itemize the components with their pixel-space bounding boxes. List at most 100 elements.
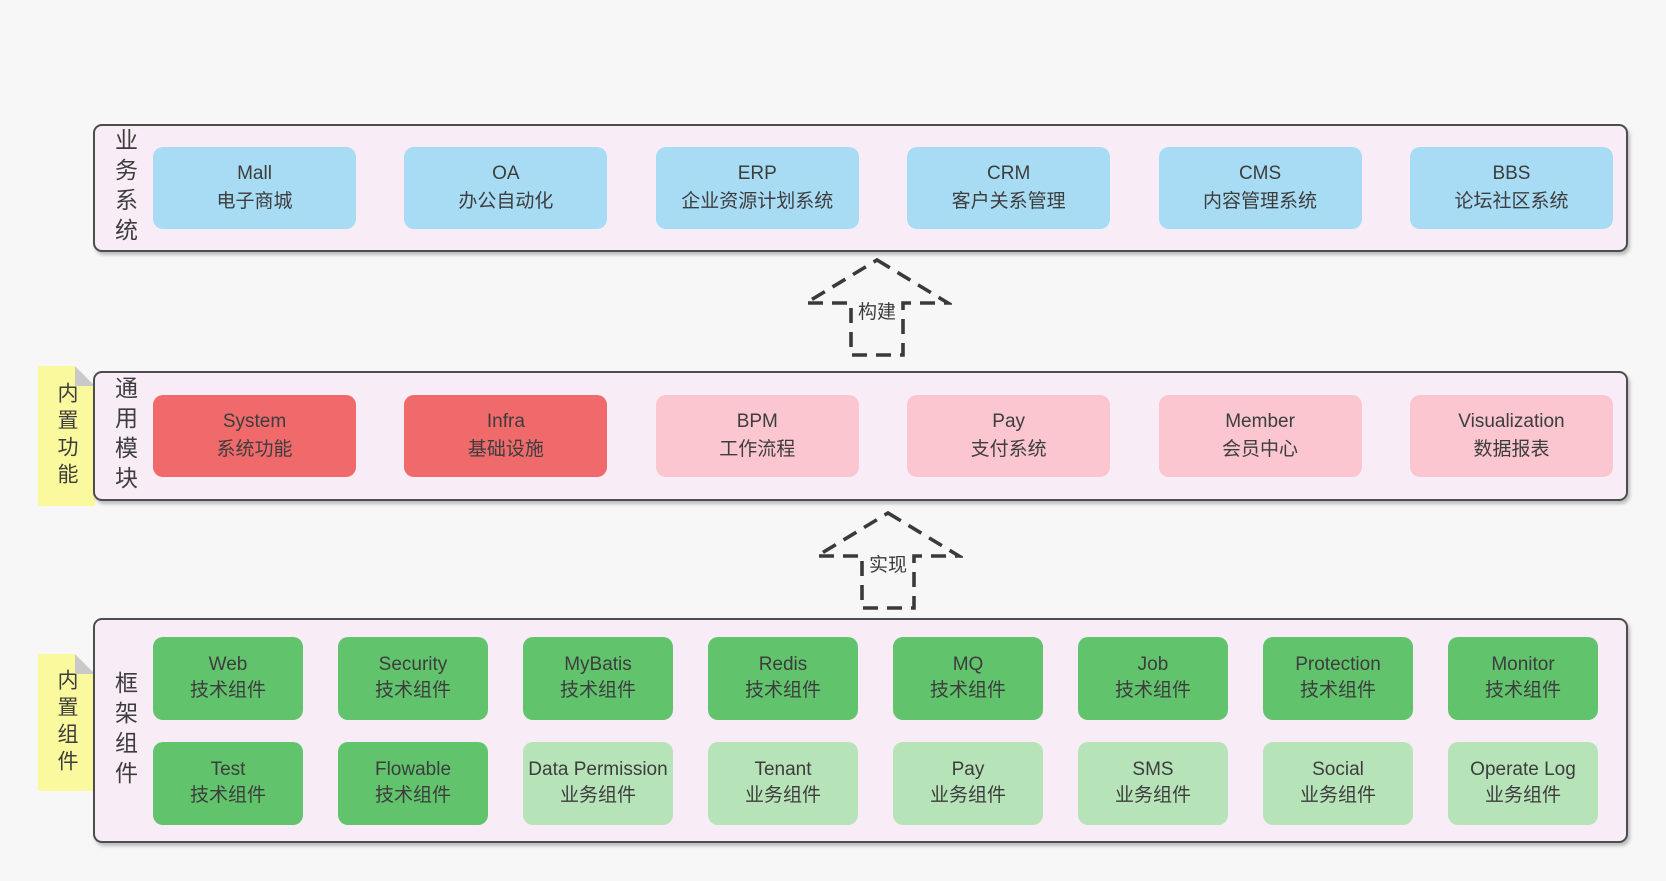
box-name: Pay [951, 759, 985, 780]
box-web: Web 技术组件 [153, 636, 303, 720]
component-line-1: Web 技术组件 Security 技术组件 MyBatis 技术组件 Redi… [153, 636, 1598, 720]
box-name: CMS [1238, 163, 1282, 184]
box-desc: 业务组件 [1114, 785, 1191, 806]
box-desc: 客户关系管理 [951, 191, 1066, 212]
box-name: SMS [1132, 759, 1174, 780]
box-desc: 技术组件 [1114, 680, 1191, 701]
box-name: Pay [992, 411, 1026, 432]
arrow-build: 构建 [802, 256, 952, 358]
box-name: Redis [758, 654, 808, 675]
note-built-in-components: 内置组件 [38, 654, 95, 791]
module-boxes: System 系统功能 Infra 基础设施 BPM 工作流程 Pay 支付系统… [153, 373, 1626, 499]
note-built-in-features: 内置功能 [38, 366, 95, 506]
box-desc: 业务组件 [929, 785, 1006, 806]
box-name: Flowable [374, 759, 452, 780]
box-pay-module: Pay 支付系统 [907, 395, 1111, 477]
panel-label-text: 业务系统 [111, 128, 138, 248]
panel-label-text: 框架组件 [111, 670, 138, 791]
box-security: Security 技术组件 [338, 636, 488, 720]
box-name: Data Permission [528, 759, 668, 780]
box-desc: 技术组件 [744, 680, 821, 701]
box-desc: 业务组件 [744, 785, 821, 806]
box-redis: Redis 技术组件 [708, 636, 858, 720]
box-desc: 技术组件 [374, 680, 451, 701]
note-text: 内置功能 [55, 382, 78, 490]
component-boxes: Web 技术组件 Security 技术组件 MyBatis 技术组件 Redi… [153, 620, 1626, 841]
box-desc: 电子商城 [216, 191, 293, 212]
box-name: Operate Log [1470, 759, 1576, 780]
box-name: OA [492, 163, 520, 184]
box-desc: 企业资源计划系统 [681, 191, 834, 212]
up-arrow-icon [802, 257, 952, 357]
box-desc: 工作流程 [719, 439, 796, 460]
box-name: Job [1137, 654, 1169, 675]
business-boxes: Mall 电子商城 OA 办公自动化 ERP 企业资源计划系统 CRM 客户关系… [153, 126, 1626, 250]
box-member: Member 会员中心 [1158, 395, 1362, 477]
box-desc: 技术组件 [374, 785, 451, 806]
box-name: Security [378, 654, 448, 675]
panel-label-text: 通用模块 [111, 376, 138, 496]
box-desc: 技术组件 [189, 785, 266, 806]
box-name: BPM [736, 411, 778, 432]
box-erp: ERP 企业资源计划系统 [655, 147, 859, 229]
box-name: Web [208, 654, 248, 675]
box-mq: MQ 技术组件 [893, 636, 1043, 720]
box-name: Visualization [1458, 411, 1565, 432]
box-pay-component: Pay 业务组件 [893, 741, 1043, 825]
box-monitor: Monitor 技术组件 [1448, 636, 1598, 720]
box-job: Job 技术组件 [1078, 636, 1228, 720]
box-name: Social [1312, 759, 1364, 780]
box-bbs: BBS 论坛社区系统 [1409, 147, 1613, 229]
box-desc: 基础设施 [467, 439, 544, 460]
box-crm: CRM 客户关系管理 [907, 147, 1111, 229]
box-sms: SMS 业务组件 [1078, 741, 1228, 825]
box-desc: 技术组件 [1299, 680, 1376, 701]
box-name: MyBatis [564, 654, 632, 675]
box-oa: OA 办公自动化 [404, 147, 608, 229]
box-desc: 会员中心 [1222, 439, 1299, 460]
arrow-build-label: 构建 [853, 296, 901, 325]
box-desc: 业务组件 [1484, 785, 1561, 806]
panel-business-systems: 业务系统 Mall 电子商城 OA 办公自动化 ERP 企业资源计划系统 CRM… [93, 124, 1628, 252]
box-desc: 技术组件 [189, 680, 266, 701]
box-desc: 办公自动化 [458, 191, 554, 212]
box-name: BBS [1492, 163, 1531, 184]
box-desc: 系统功能 [216, 439, 293, 460]
box-cms: CMS 内容管理系统 [1158, 147, 1362, 229]
box-visualization: Visualization 数据报表 [1409, 395, 1613, 477]
box-infra: Infra 基础设施 [404, 395, 608, 477]
box-name: ERP [737, 163, 777, 184]
note-text: 内置组件 [55, 668, 78, 777]
box-name: Test [210, 759, 246, 780]
arrow-implement-label: 实现 [864, 549, 912, 578]
box-mall: Mall 电子商城 [153, 147, 356, 229]
box-protection: Protection 技术组件 [1263, 636, 1413, 720]
component-line-2: Test 技术组件 Flowable 技术组件 Data Permission … [153, 741, 1598, 825]
box-tenant: Tenant 业务组件 [708, 741, 858, 825]
box-desc: 内容管理系统 [1203, 191, 1318, 212]
panel-label: 框架组件 [95, 620, 153, 841]
box-desc: 支付系统 [970, 439, 1047, 460]
box-desc: 技术组件 [559, 680, 636, 701]
box-desc: 业务组件 [1299, 785, 1376, 806]
box-mybatis: MyBatis 技术组件 [523, 636, 673, 720]
box-flowable: Flowable 技术组件 [338, 741, 488, 825]
box-system: System 系统功能 [153, 395, 356, 477]
box-social: Social 业务组件 [1263, 741, 1413, 825]
box-desc: 论坛社区系统 [1454, 191, 1569, 212]
box-desc: 技术组件 [929, 680, 1006, 701]
folded-corner [75, 654, 95, 674]
panel-label: 业务系统 [95, 126, 153, 250]
up-arrow-icon [813, 510, 963, 610]
box-bpm: BPM 工作流程 [655, 395, 859, 477]
box-name: Monitor [1491, 654, 1555, 675]
box-desc: 业务组件 [559, 785, 636, 806]
box-test: Test 技术组件 [153, 741, 303, 825]
box-name: Member [1225, 411, 1295, 432]
box-desc: 技术组件 [1484, 680, 1561, 701]
box-name: CRM [987, 163, 1031, 184]
box-name: Mall [237, 163, 272, 184]
box-name: Protection [1295, 654, 1381, 675]
folded-corner [75, 366, 95, 386]
panel-framework-components: 框架组件 Web 技术组件 Security 技术组件 MyBatis 技术组件… [93, 618, 1628, 843]
